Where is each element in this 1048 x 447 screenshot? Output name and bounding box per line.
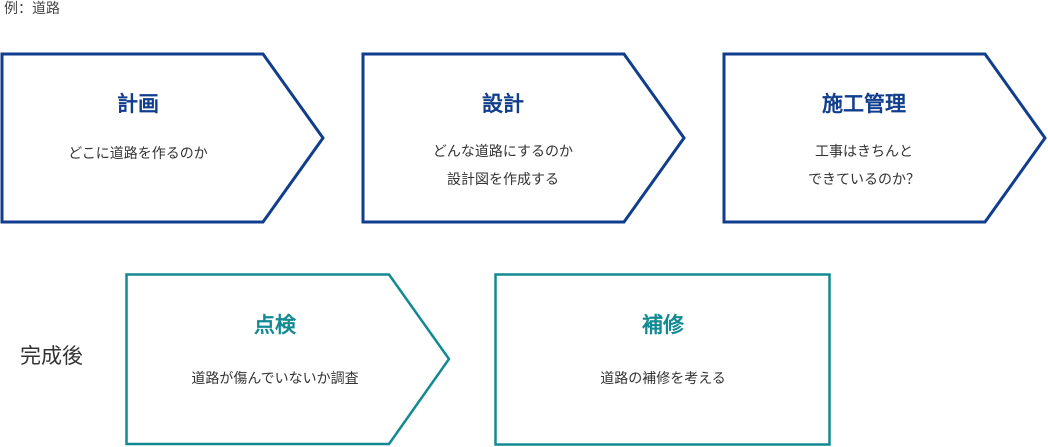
step-title: 施工管理	[822, 92, 906, 116]
step-title: 設計	[482, 92, 524, 116]
box-shape-repair	[494, 273, 831, 446]
step-description: どこに道路を作るのか	[0, 140, 276, 168]
step-description-line: 工事はきちんと	[815, 144, 913, 160]
arrow-shape-construction-management	[722, 52, 1047, 224]
arrow-shape-planning	[0, 52, 325, 224]
after-completion-label: 完成後	[20, 344, 83, 368]
arrow-shape-inspection	[125, 273, 451, 446]
step-construction-management: 施工管理 工事はきちんと できているのか？	[722, 52, 1048, 224]
step-inspection: 点検 道路が傷んでいないか調査	[125, 273, 453, 446]
step-description: 工事はきちんと できているのか？	[722, 138, 1006, 194]
step-design: 設計 どんな道路にするのか 設計図を作成する	[361, 52, 687, 224]
caption-label: 例：道路	[4, 1, 60, 17]
step-description-line: できているのか？	[808, 172, 920, 188]
step-description-line: どこに道路を作るのか	[68, 146, 208, 162]
step-planning: 計画 どこに道路を作るのか	[0, 52, 326, 224]
step-description-line: 設計図を作成する	[447, 172, 559, 188]
step-description-line: 道路の補修を考える	[600, 371, 726, 387]
step-description-line: どんな道路にするのか	[432, 144, 574, 160]
step-description: どんな道路にするのか 設計図を作成する	[361, 138, 645, 194]
step-title: 計画	[117, 92, 159, 116]
step-title: 点検	[254, 313, 296, 337]
step-description-line: 道路が傷んでいないか調査	[191, 371, 359, 387]
arrow-shape-design	[361, 52, 686, 224]
step-description: 道路が傷んでいないか調査	[125, 365, 425, 393]
step-repair: 補修 道路の補修を考える	[494, 273, 832, 446]
step-title: 補修	[642, 313, 684, 337]
step-description: 道路の補修を考える	[494, 365, 832, 393]
